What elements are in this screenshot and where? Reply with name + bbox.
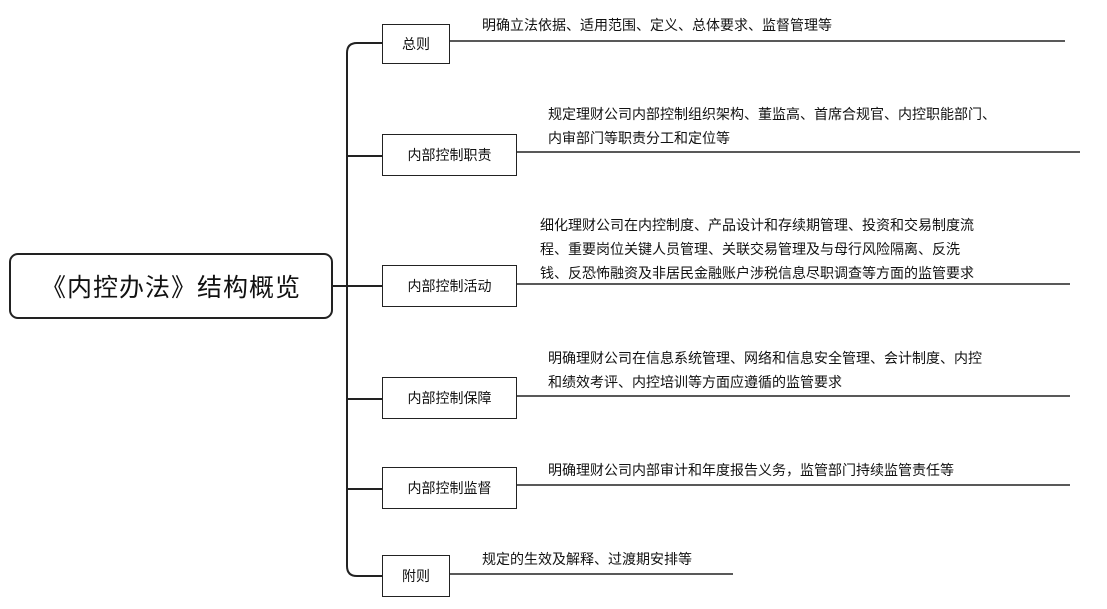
root-node: 《内控办法》结构概览 (9, 253, 333, 319)
branch-desc-activities: 细化理财公司在内控制度、产品设计和存续期管理、投资和交易制度流 程、重要岗位关键… (540, 218, 974, 282)
trunk-line (346, 42, 358, 577)
branch-node-duties: 内部控制职责 (382, 134, 517, 176)
branch-node-general: 总则 (382, 24, 450, 64)
branch-desc-general: 明确立法依据、适用范围、定义、总体要求、监督管理等 (482, 18, 832, 34)
branch-desc-supplementary: 规定的生效及解释、过渡期安排等 (482, 552, 692, 568)
branch-node-safeguards: 内部控制保障 (382, 377, 517, 419)
branch-node-supervision: 内部控制监督 (382, 467, 517, 509)
branch-desc-supervision: 明确理财公司内部审计和年度报告义务，监管部门持续监管责任等 (548, 463, 954, 479)
branch-node-supplementary: 附则 (382, 555, 450, 597)
branch-node-activities: 内部控制活动 (382, 265, 517, 307)
branch-desc-duties: 规定理财公司内部控制组织架构、董监高、首席合规官、内控职能部门、 内审部门等职责… (548, 107, 996, 147)
branch-desc-safeguards: 明确理财公司在信息系统管理、网络和信息安全管理、会计制度、内控 和绩效考评、内控… (548, 351, 982, 391)
